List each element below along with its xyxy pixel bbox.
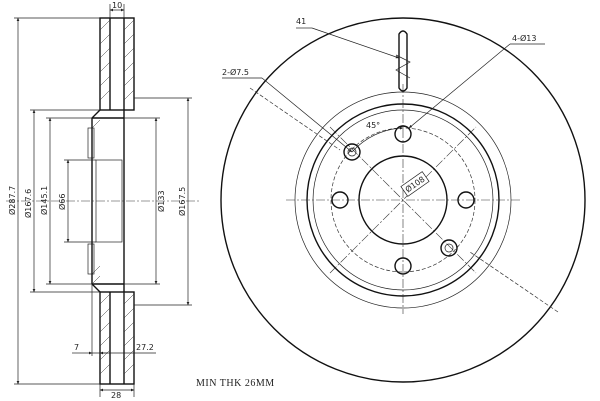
pin-holes-label: 2-Ø7.5 <box>222 67 249 77</box>
bolt-hole <box>457 191 475 209</box>
dim-top-width: 10 <box>109 1 125 18</box>
front-view: 45° Ø108 <box>220 17 586 383</box>
dim-outer-diameter: Ø287.7 <box>7 17 100 385</box>
pin-holes-callout: 2-Ø7.5 <box>222 67 353 153</box>
slot-label: 41 <box>296 17 306 26</box>
pin-holes <box>343 143 458 257</box>
dim-center-bore: Ø66 <box>57 159 96 243</box>
min-thickness-note: MIN THK 26MM <box>196 378 275 389</box>
pin-hole <box>343 143 361 161</box>
dim-friction-inner-label: Ø167.6 <box>23 189 33 218</box>
angle-arc <box>351 126 404 153</box>
bolt-hole <box>331 191 349 209</box>
front-centerline-diag2 <box>329 126 477 274</box>
dim-outer-diameter-label: Ø287.7 <box>7 186 17 215</box>
pin-hole <box>440 239 458 257</box>
dim-hat-inner-label: Ø133 <box>156 190 166 212</box>
bolt-hole <box>394 125 412 143</box>
dim-hat-inner: Ø133 <box>124 117 166 285</box>
bolt-holes <box>331 125 475 275</box>
dim-hat-diameter: Ø145.1 <box>39 117 92 285</box>
angle-label: 45° <box>366 121 380 130</box>
dim-friction-inner: Ø167.6 <box>23 109 100 293</box>
dim-hat-height-label: 27.2 <box>136 343 154 352</box>
dim-flange: 7 27.2 <box>72 284 156 356</box>
dim-hat-diameter-label: Ø145.1 <box>39 186 49 215</box>
dim-ring-diameter-label: Ø167.5 <box>177 187 187 216</box>
dim-ring-diameter: Ø167.5 <box>134 97 192 306</box>
outer-rim <box>220 17 586 383</box>
top-friction-ring <box>99 17 135 111</box>
dim-top-width-label: 10 <box>112 1 122 10</box>
dim-flange-thk-label: 7 <box>74 343 79 352</box>
bolt-holes-callout: 4-Ø13 <box>408 33 545 129</box>
wear-slot <box>395 30 411 92</box>
pcd-label-box: Ø108 <box>400 171 430 197</box>
dim-total-thickness: 28 <box>99 384 135 400</box>
bolt-hole <box>394 257 412 275</box>
section-view: 10 Ø287.7 Ø167.6 Ø145.1 Ø66 <box>6 1 200 400</box>
dim-total-thickness-label: 28 <box>111 391 121 400</box>
bottom-friction-ring <box>99 291 135 385</box>
slot-callout: 41 <box>296 17 400 59</box>
bolt-holes-label: 4-Ø13 <box>512 33 536 43</box>
dim-center-bore-label: Ø66 <box>57 194 67 210</box>
front-centerline-diag1 <box>329 126 477 274</box>
